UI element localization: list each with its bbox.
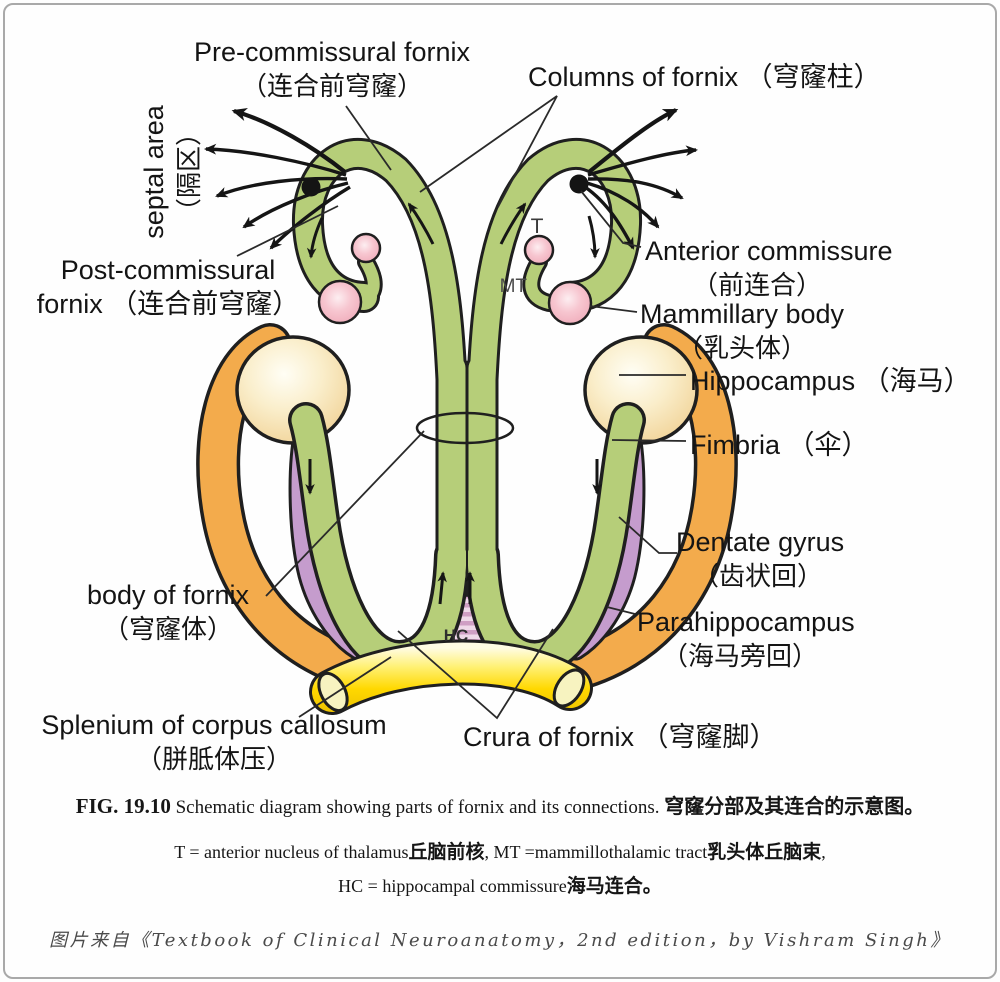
mammillary-body-left bbox=[317, 279, 363, 325]
label-splenium-zh: （胼胝体压） bbox=[135, 744, 293, 774]
label-crura-of-fornix: Crura of fornix （穹窿脚） bbox=[463, 722, 777, 752]
thalamus-letter: T bbox=[531, 215, 544, 238]
abbrev-hc-en: HC = hippocampal commissure bbox=[338, 876, 567, 896]
caption-abbreviations-1: T = anterior nucleus of thalamus丘脑前核, MT… bbox=[0, 839, 1000, 866]
label-post-commissural-fornix: Post-commissural bbox=[60, 255, 276, 285]
caption-zh: 穹窿分部及其连合的示意图。 bbox=[664, 796, 925, 818]
fiber-direction-arrows bbox=[305, 202, 602, 605]
label-septal-area-zh: （隔区） bbox=[174, 120, 204, 225]
precommissural-fan-arrows bbox=[203, 108, 699, 250]
figure-caption: FIG. 19.10 Schematic diagram showing par… bbox=[0, 793, 1000, 821]
pointer-lines bbox=[236, 95, 687, 720]
label-splenium: Splenium of corpus callosum bbox=[41, 710, 387, 740]
abbrev-hc-zh: 海马连合。 bbox=[566, 876, 662, 897]
caption-en: Schematic diagram showing parts of forni… bbox=[170, 797, 665, 818]
label-anterior-commissure: Anterior commissure bbox=[645, 236, 893, 266]
mammillothalamic-letter: MT bbox=[500, 276, 528, 297]
label-septal-area: septal area （隔区） bbox=[137, 105, 207, 239]
figure-number: FIG. 19.10 bbox=[75, 794, 171, 818]
image-source-credit: 图片来自《Textbook of Clinical Neuroanatomy，2… bbox=[49, 930, 951, 951]
label-mammillary-body-zh: （乳头体） bbox=[677, 333, 808, 363]
label-fimbria: Fimbria （伞） bbox=[690, 430, 869, 460]
label-dentate-gyrus-zh: （齿状回） bbox=[693, 561, 824, 591]
label-parahippocampus: Parahippocampus bbox=[637, 607, 855, 637]
label-body-of-fornix: body of fornix bbox=[86, 580, 250, 610]
label-mammillary-body: Mammillary body bbox=[640, 299, 845, 329]
thalamic-nucleus-right bbox=[523, 234, 555, 266]
label-dentate-gyrus: Dentate gyrus bbox=[676, 527, 845, 557]
body-of-fornix-ring bbox=[415, 411, 515, 445]
abbrev-tail: , bbox=[821, 842, 826, 862]
label-columns-of-fornix: Columns of fornix （穹窿柱） bbox=[528, 62, 881, 92]
splenium-tube bbox=[309, 639, 593, 715]
label-septal-area-en: septal area bbox=[139, 105, 169, 239]
abbrev-mt-en: , MT =mammillothalamic tract bbox=[484, 842, 708, 862]
abbrev-t-en: T = anterior nucleus of thalamus bbox=[174, 842, 409, 862]
label-post-commissural-fornix-zh: fornix （连合前穹窿） bbox=[36, 289, 300, 319]
parahippocampus-bands bbox=[196, 323, 738, 694]
label-pre-commissural-fornix-zh: （连合前穹窿） bbox=[240, 71, 424, 101]
hippocampal-commissure-letter: HC bbox=[444, 626, 469, 645]
label-anterior-commissure-zh: （前连合） bbox=[692, 270, 823, 300]
fornix-green-structure bbox=[288, 137, 646, 676]
mammillary-body-right bbox=[547, 280, 593, 326]
label-pre-commissural-fornix: Pre-commissural fornix bbox=[193, 37, 471, 67]
abbrev-mt-zh: 乳头体丘脑束 bbox=[707, 842, 822, 863]
label-hippocampus: Hippocampus （海马） bbox=[690, 366, 971, 396]
abbrev-t-zh: 丘脑前核 bbox=[408, 842, 485, 863]
label-body-of-fornix-zh: （穹窿体） bbox=[102, 614, 234, 644]
label-parahippocampus-zh: （海马旁回） bbox=[662, 641, 819, 671]
thalamic-nucleus-left bbox=[350, 232, 382, 264]
anterior-commissure-dot-right bbox=[569, 174, 589, 194]
caption-abbreviations-2: HC = hippocampal commissure海马连合。 bbox=[0, 873, 1000, 900]
